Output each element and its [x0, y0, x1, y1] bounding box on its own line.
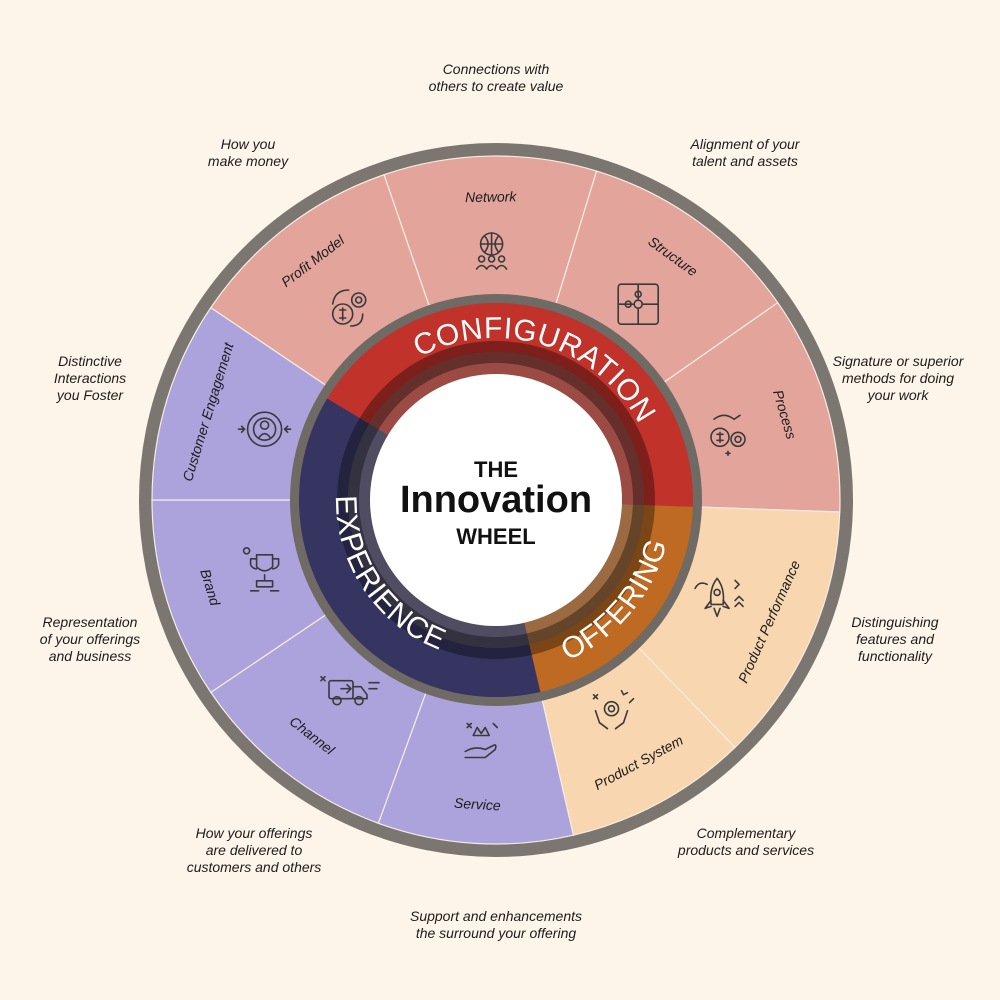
center-title: THE Innovation WHEEL	[370, 374, 622, 626]
ring-shadow	[337, 341, 655, 659]
truck-icon	[320, 675, 380, 706]
money-gear-icon	[331, 289, 367, 327]
service-icon	[464, 722, 499, 759]
segment-label-network: Network	[465, 188, 518, 205]
puzzle-icon	[617, 283, 660, 326]
trophy-icon	[242, 546, 280, 592]
product-system-icon	[592, 689, 635, 730]
center-title-innovation: Innovation	[400, 479, 592, 521]
target-person-icon	[237, 411, 292, 448]
network-icon	[475, 232, 508, 270]
ring-band-configuration	[327, 303, 693, 507]
ring-inner-configuration	[369, 352, 645, 506]
center-title-the: THE	[474, 457, 518, 482]
ring-inner-offering	[524, 504, 644, 645]
center-title-wheel: WHEEL	[456, 524, 535, 549]
ring-band-offering	[529, 505, 693, 692]
icons-layer	[237, 232, 746, 759]
rocket-icon	[694, 577, 744, 618]
ring-band-experience	[298, 398, 541, 698]
process-icon	[710, 414, 746, 457]
segment-label-service: Service	[454, 795, 502, 814]
ring-inner-experience	[348, 423, 530, 649]
